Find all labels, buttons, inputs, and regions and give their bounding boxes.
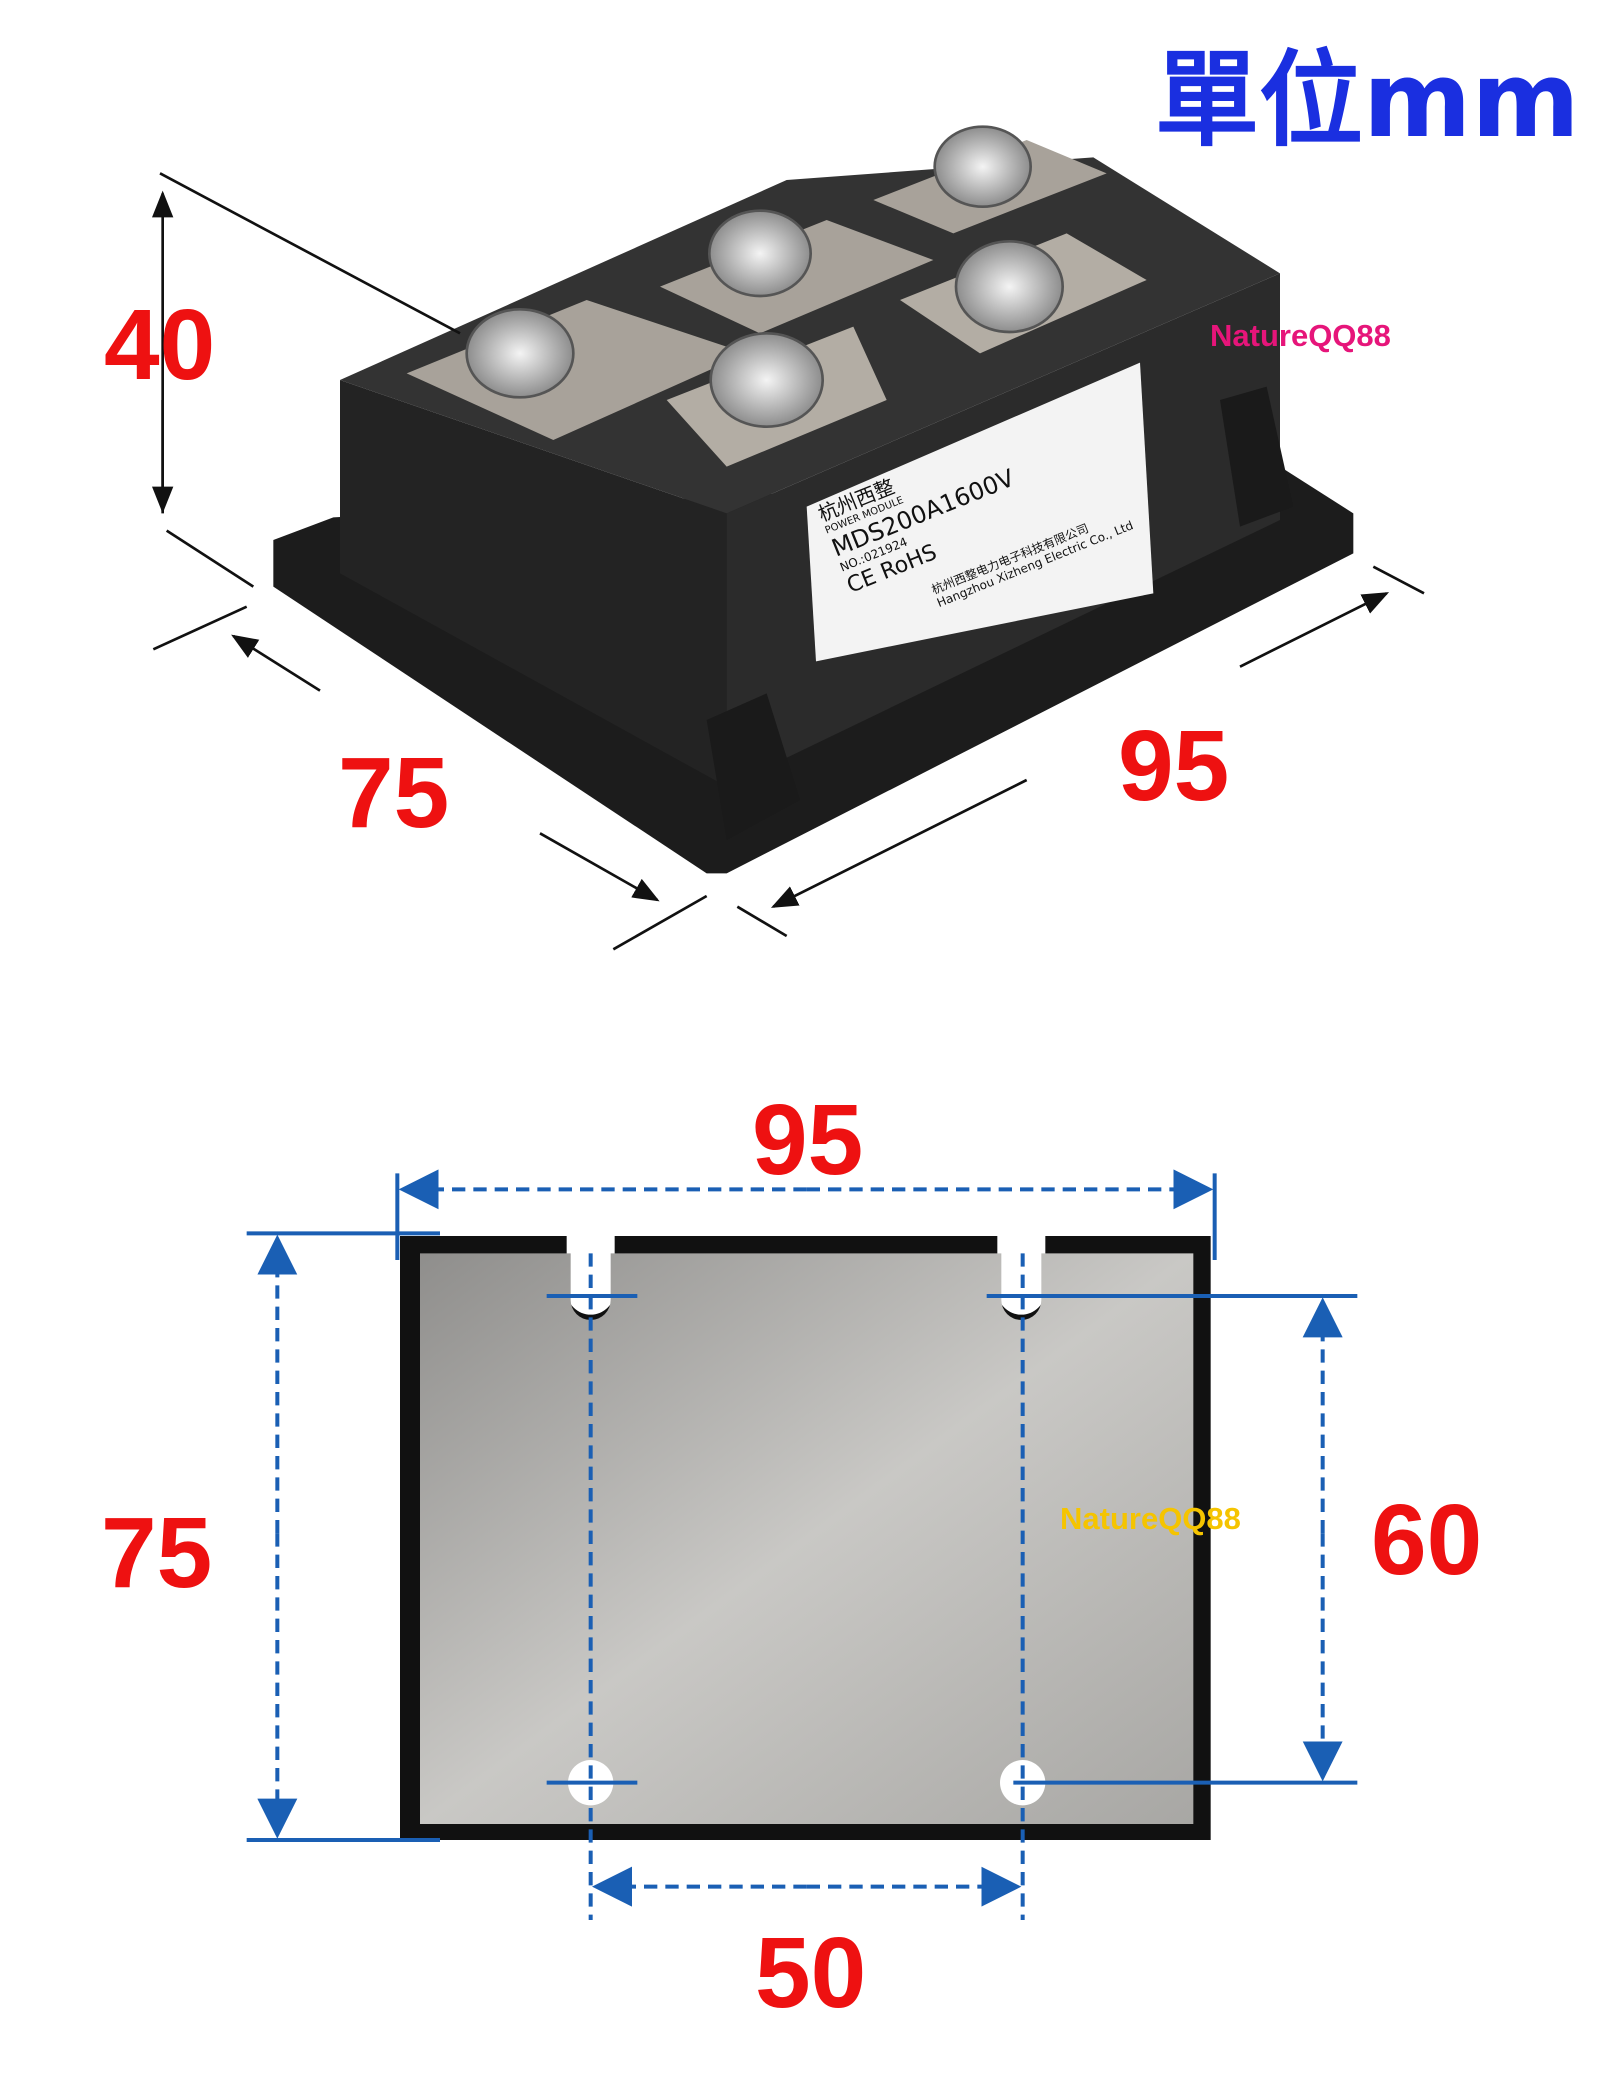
- baseplate-bottom-view: [400, 1236, 1211, 1840]
- power-module-3d: [273, 125, 1354, 874]
- dim-width-95: 95: [1118, 710, 1230, 822]
- iso-dimension-lines: [151, 172, 1425, 951]
- terminal-bolt: [954, 239, 1064, 334]
- dim-bottom-height-75: 75: [101, 1497, 213, 1609]
- dim-bottom-width-95: 95: [752, 1084, 864, 1196]
- watermark-bottom: NatureQQ88: [1060, 1501, 1241, 1536]
- dim-hole-spacing-60: 60: [1371, 1484, 1483, 1596]
- dim-height-40: 40: [104, 289, 216, 401]
- dim-depth-75: 75: [338, 737, 450, 849]
- terminal-bolt: [933, 125, 1032, 208]
- module-front-face: [340, 380, 727, 787]
- terminal-bolt: [708, 209, 812, 298]
- product-label-plate: [806, 362, 1154, 662]
- terminal-bolt: [709, 332, 824, 428]
- unit-title: 單位mm: [1155, 39, 1580, 161]
- watermark-top: NatureQQ88: [1210, 318, 1391, 353]
- bottom-dimension-lines: [246, 1169, 1358, 1920]
- dim-hole-spacing-50: 50: [755, 1917, 867, 2029]
- terminal-bolt: [465, 308, 575, 399]
